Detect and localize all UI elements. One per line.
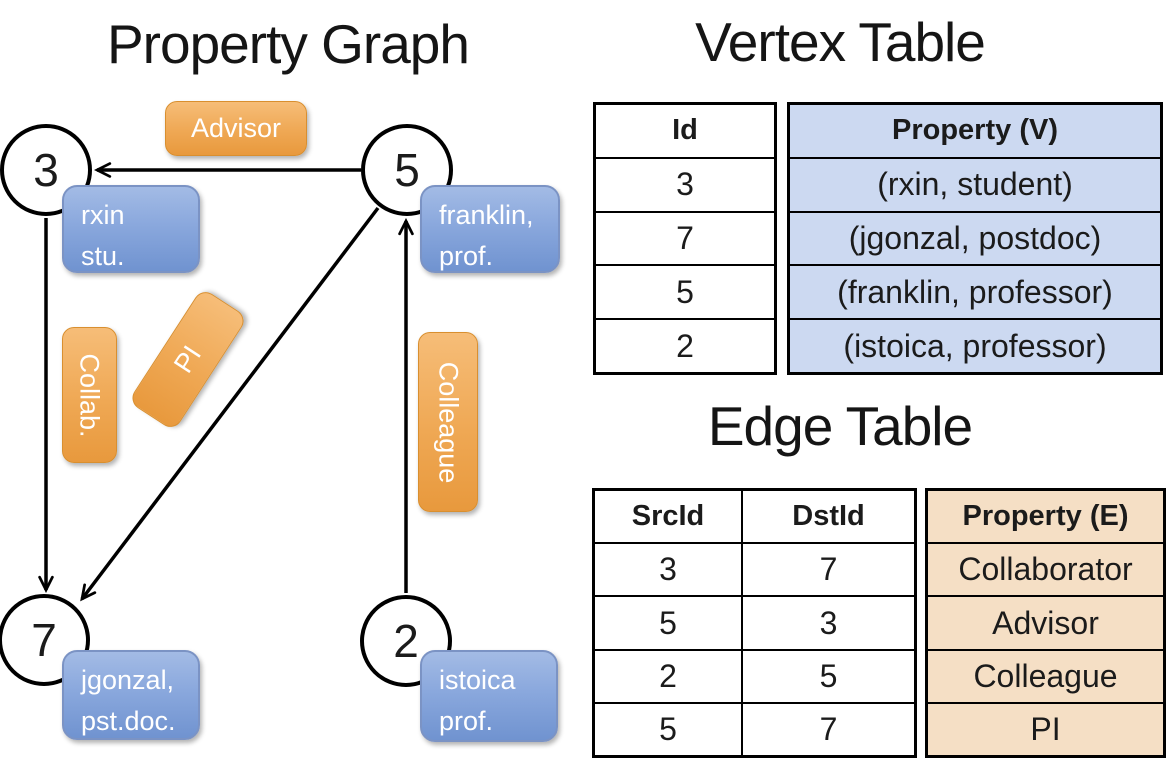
edge-label-advisor-text: Advisor — [190, 113, 282, 143]
vertex-label-istoica: istoica prof. — [420, 650, 558, 742]
vertex-label-jgonzal-line2: pst.doc. — [81, 705, 176, 736]
vertex-table-id-cell: 7 — [596, 210, 774, 265]
vertex-label-rxin: rxin stu. — [62, 185, 200, 273]
edge-table-dstid-cell: 7 — [819, 710, 838, 747]
vertex-label-jgonzal-line1: jgonzal, — [81, 665, 175, 695]
vertex-table-property-cell: (rxin, student) — [790, 156, 1160, 211]
vertex-label-rxin-line2: stu. — [81, 240, 125, 271]
edge-table-ids-row: 2 5 — [595, 648, 914, 702]
edge-table-property-header: Property (E) — [962, 500, 1129, 533]
edge-table-ids-header-row: SrcId DstId — [595, 491, 914, 543]
edge-table-property-cell: Advisor — [928, 595, 1163, 648]
edge-table-title: Edge Table — [707, 395, 973, 457]
vertex-table-id-header: Id — [672, 114, 698, 147]
edge-table-property-column: Property (E) Collaborator Advisor Collea… — [925, 488, 1166, 758]
vertex-node-3-id: 3 — [33, 144, 59, 196]
vertex-table-property-cell: (istoica, professor) — [790, 318, 1160, 372]
edge-table-dstid-cell: 3 — [819, 604, 838, 641]
vertex-table-id-column: Id 3 7 5 2 — [593, 102, 777, 375]
edge-table-property-cell: Colleague — [928, 648, 1163, 702]
vertex-label-franklin: franklin, prof. — [420, 185, 560, 273]
edge-table-ids-row: 5 3 — [595, 595, 914, 649]
property-graph-title: Property Graph — [106, 13, 470, 75]
vertex-label-istoica-line2: prof. — [439, 705, 494, 736]
vertex-table-property-cell: (franklin, professor) — [790, 264, 1160, 318]
edge-table-srcid-cell: 2 — [595, 650, 743, 702]
vertex-label-jgonzal: jgonzal, pst.doc. — [62, 650, 200, 740]
vertex-node-7-id: 7 — [31, 614, 57, 666]
edge-label-collab: Collab. — [62, 327, 117, 463]
vertex-table-property-header: Property (V) — [892, 114, 1058, 147]
vertex-table-title: Vertex Table — [695, 11, 986, 73]
vertex-table-id-cell: 5 — [596, 264, 774, 318]
edge-table-id-columns: SrcId DstId 3 7 5 3 2 5 5 7 — [592, 488, 917, 758]
vertex-node-5: 5 — [361, 124, 453, 216]
edge-label-pi-text: PI — [168, 340, 208, 379]
vertex-label-istoica-line1: istoica — [439, 665, 516, 695]
edge-table-dstid-cell: 7 — [819, 551, 838, 588]
edge-label-colleague: Colleague — [418, 332, 478, 512]
vertex-table-id-cell: 2 — [596, 318, 774, 372]
edge-label-advisor: Advisor — [165, 101, 307, 156]
edge-table-srcid-cell: 5 — [595, 703, 743, 756]
edge-table-srcid-cell: 5 — [595, 597, 743, 649]
vertex-node-2-id: 2 — [393, 615, 419, 667]
vertex-label-franklin-line1: franklin, — [439, 200, 534, 230]
vertex-label-franklin-line2: prof. — [439, 240, 494, 271]
edge-arrow-5-to-7 — [80, 206, 380, 602]
edge-table-srcid-cell: 3 — [595, 544, 743, 596]
edge-table-dstid-header: DstId — [792, 500, 865, 533]
vertex-table-property-cell: (jgonzal, postdoc) — [790, 210, 1160, 265]
vertex-node-2: 2 — [360, 595, 452, 687]
vertex-table-id-cell: 3 — [596, 156, 774, 211]
edge-table-ids-row: 3 7 — [595, 542, 914, 596]
vertex-label-rxin-line1: rxin — [81, 200, 125, 230]
edge-label-collab-text: Collab. — [75, 352, 106, 438]
edge-table-srcid-header: SrcId — [595, 491, 743, 543]
edge-table-ids-row: 5 7 — [595, 701, 914, 756]
vertex-table-property-column: Property (V) (rxin, student) (jgonzal, p… — [787, 102, 1163, 375]
edge-table-property-cell: Collaborator — [928, 542, 1163, 595]
edge-table-property-cell: PI — [928, 701, 1163, 755]
vertex-node-5-id: 5 — [394, 144, 420, 196]
edge-table-dstid-cell: 5 — [819, 657, 838, 694]
edge-label-colleague-text: Colleague — [433, 361, 464, 483]
